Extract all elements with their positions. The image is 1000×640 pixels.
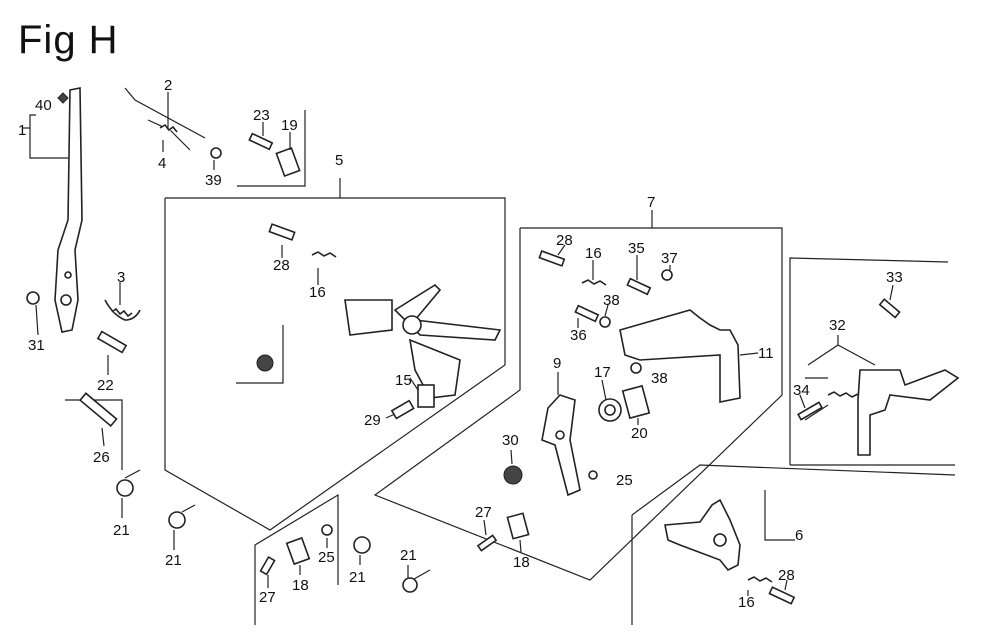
callout-labels: 40 1 2 4 39 23 19 5 28 16 31 3 22 26 21 … bbox=[18, 77, 903, 611]
label-39: 39 bbox=[205, 172, 222, 189]
label-31: 31 bbox=[28, 337, 45, 354]
label-4: 4 bbox=[158, 155, 166, 172]
label-21-a: 21 bbox=[113, 522, 130, 539]
label-35: 35 bbox=[628, 240, 645, 257]
label-16-a: 16 bbox=[309, 284, 326, 301]
group-5-boundary bbox=[164, 110, 506, 531]
label-38-b: 38 bbox=[651, 370, 668, 387]
label-28-a: 28 bbox=[273, 257, 290, 274]
label-40: 40 bbox=[35, 97, 52, 114]
group-7-boundary bbox=[373, 210, 783, 581]
label-1: 1 bbox=[18, 122, 26, 139]
label-17: 17 bbox=[594, 364, 611, 381]
label-28-b: 28 bbox=[556, 232, 573, 249]
label-25-a: 25 bbox=[318, 549, 335, 566]
group-7-parts bbox=[476, 244, 759, 553]
rod-spring-assembly bbox=[124, 87, 222, 170]
label-16-c: 16 bbox=[738, 594, 755, 611]
label-21-b: 21 bbox=[165, 552, 182, 569]
label-25-b: 25 bbox=[616, 472, 633, 489]
lower-left-parts bbox=[259, 524, 431, 593]
left-hardware bbox=[26, 282, 196, 550]
label-23: 23 bbox=[253, 107, 270, 124]
label-15: 15 bbox=[395, 372, 412, 389]
label-7: 7 bbox=[647, 194, 655, 211]
label-26: 26 bbox=[93, 449, 110, 466]
label-30: 30 bbox=[502, 432, 519, 449]
label-19: 19 bbox=[281, 117, 298, 134]
label-5: 5 bbox=[335, 152, 343, 169]
label-2: 2 bbox=[164, 77, 172, 94]
label-33: 33 bbox=[886, 269, 903, 286]
label-6: 6 bbox=[795, 527, 803, 544]
label-38-a: 38 bbox=[603, 292, 620, 309]
label-27-a: 27 bbox=[259, 589, 276, 606]
label-18-a: 18 bbox=[292, 577, 309, 594]
label-9: 9 bbox=[553, 355, 561, 372]
label-16-b: 16 bbox=[585, 245, 602, 262]
label-20: 20 bbox=[631, 425, 648, 442]
group-right-boundary bbox=[789, 257, 955, 466]
label-36: 36 bbox=[570, 327, 587, 344]
label-18-b: 18 bbox=[513, 554, 530, 571]
label-34: 34 bbox=[793, 382, 810, 399]
throttle-lever-part bbox=[22, 87, 83, 333]
label-29: 29 bbox=[364, 412, 381, 429]
group-6-boundary bbox=[631, 464, 956, 625]
label-22: 22 bbox=[97, 377, 114, 394]
label-21-d: 21 bbox=[400, 547, 417, 564]
label-3: 3 bbox=[117, 269, 125, 286]
label-37: 37 bbox=[661, 250, 678, 267]
figure-title: Fig H bbox=[18, 18, 119, 62]
group-5-parts bbox=[256, 223, 502, 420]
label-27-b: 27 bbox=[475, 504, 492, 521]
group-6-parts bbox=[664, 498, 796, 605]
label-11: 11 bbox=[758, 345, 774, 362]
bolt-collar-parts bbox=[248, 122, 301, 178]
label-28-c: 28 bbox=[778, 567, 795, 584]
right-group-parts bbox=[797, 284, 960, 456]
label-21-c: 21 bbox=[349, 569, 366, 586]
label-32: 32 bbox=[829, 317, 846, 334]
